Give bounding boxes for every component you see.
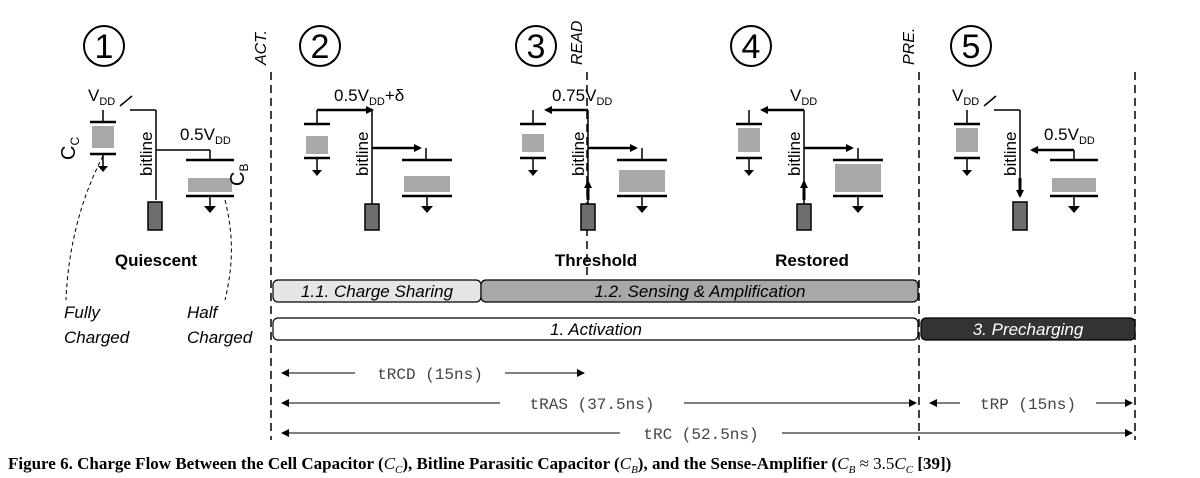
panel-charge-sharing: 0.5VDD+δ bitline <box>304 86 452 231</box>
vdd-label: VDD <box>790 86 817 108</box>
step-5-marker: 5 <box>950 25 992 67</box>
step-3-number: 3 <box>527 28 546 66</box>
fully-charged-note-line2: Charged <box>64 328 130 347</box>
panel-threshold: 0.75VDD bitline Threshold <box>520 86 667 270</box>
precharging-bar <box>920 317 1136 341</box>
step-4-marker: 4 <box>730 25 772 67</box>
half-vdd-label: 0.5VDD <box>1044 125 1095 147</box>
step-3-marker: 3 <box>515 25 557 67</box>
fully-charged-note-line1: Fully <box>64 303 101 322</box>
trcd-label: tRCD (15ns) <box>377 366 483 384</box>
half-charged-note-line1: Half <box>187 303 220 322</box>
three-quarter-vdd-label: 0.75VDD <box>552 86 612 108</box>
restored-state-label: Restored <box>775 251 849 270</box>
step-5-number: 5 <box>962 28 981 66</box>
bitline-label: bitline <box>569 132 588 176</box>
panel-restored: VDD bitline Restored <box>736 86 883 270</box>
sensing-bar <box>480 279 919 303</box>
step-4-number: 4 <box>742 28 761 66</box>
step-2-marker: 2 <box>299 25 341 67</box>
cb-label: CB <box>227 164 251 186</box>
act-command-label: ACT. <box>253 30 270 66</box>
cc-label: CC <box>58 137 82 160</box>
sensing-label: 1.2. Sensing & Amplification <box>594 282 805 301</box>
panel-precharge: VDD bitline 0.5VDD <box>952 86 1098 231</box>
precharging-label: 3. Precharging <box>973 320 1084 339</box>
delta-vdd-label: 0.5VDD+δ <box>334 86 404 108</box>
charge-sharing-label: 1.1. Charge Sharing <box>301 282 454 301</box>
trc-label: tRC (52.5ns) <box>643 426 758 444</box>
bitline-label: bitline <box>353 132 372 176</box>
trcd-timing: tRCD (15ns) <box>281 366 585 384</box>
trp-label: tRP (15ns) <box>980 396 1076 414</box>
half-vdd-label: 0.5VDD <box>180 125 231 147</box>
tras-timing: tRAS (37.5ns) <box>281 396 917 414</box>
vdd-label: VDD <box>88 86 115 108</box>
bitline-label: bitline <box>785 132 804 176</box>
panel-quiescent: VDD CC bitline 0.5VDD CB Quiescent <box>58 86 251 301</box>
bitline-label: bitline <box>1001 132 1020 176</box>
step-2-number: 2 <box>311 28 330 66</box>
read-command-label: READ <box>569 20 586 65</box>
vdd-label: VDD <box>952 86 979 108</box>
quiescent-state-label: Quiescent <box>115 251 198 270</box>
half-charged-note-line2: Charged <box>187 328 253 347</box>
activation-bar <box>272 317 919 341</box>
trp-timing: tRP (15ns) <box>929 396 1133 414</box>
activation-label: 1. Activation <box>550 320 642 339</box>
tras-label: tRAS (37.5ns) <box>530 396 655 414</box>
figure-caption: Figure 6. Charge Flow Between the Cell C… <box>8 454 951 476</box>
step-1-marker: 1 <box>83 25 125 67</box>
pre-command-label: PRE. <box>901 28 918 65</box>
trc-timing: tRC (52.5ns) <box>281 426 1133 444</box>
bitline-label: bitline <box>137 132 156 176</box>
threshold-state-label: Threshold <box>555 251 637 270</box>
step-1-number: 1 <box>95 28 114 66</box>
